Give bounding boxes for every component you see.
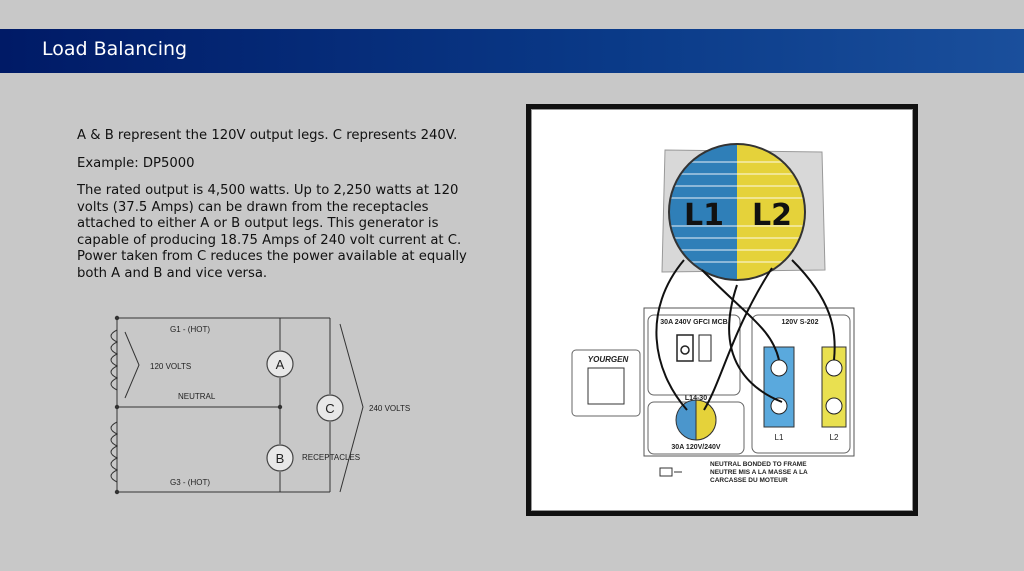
g1-label: G1 - (HOT)	[170, 325, 210, 334]
ground-symbol-icon	[659, 467, 682, 477]
leg-a-label: A	[276, 357, 285, 372]
wire-l1-to-twistlock	[655, 259, 688, 411]
g3-label: G3 - (HOT)	[170, 478, 210, 487]
neutral-note-line-1: NEUTRAL BONDED TO FRAME	[710, 461, 807, 468]
l1-receptacle-label: L1	[775, 433, 784, 442]
l2-label: L2	[752, 198, 792, 233]
reset-button	[698, 334, 712, 362]
title-bar: Load Balancing	[0, 29, 1024, 73]
s202-label: 120V S-202	[782, 319, 819, 326]
brand-logo: YOURGEN	[588, 355, 629, 364]
neutral-note-line-3: CARCASSE DU MOTEUR	[710, 477, 788, 484]
gfci-breaker	[647, 314, 741, 396]
generator-panel: L1 L2 30A 240V GFCI MCB 120V S-202 L1 L2	[531, 109, 913, 511]
wire-l2-to-twistlock	[703, 267, 773, 411]
example-label: Example: DP5000	[77, 155, 195, 171]
leg-c-circle	[316, 394, 344, 422]
wire-neutral	[728, 284, 783, 403]
leg-b-label: B	[276, 451, 285, 466]
wire-l1-to-receptacle	[701, 269, 780, 361]
wire-l2-to-receptacle	[791, 259, 836, 361]
twist-lock-outlet-l2	[695, 399, 717, 441]
generator-panel-frame: L1 L2 30A 240V GFCI MCB 120V S-202 L1 L2	[526, 104, 918, 516]
bottom-rating-label: 30A 120V/240V	[671, 444, 720, 451]
rated-output-paragraph: The rated output is 4,500 watts. Up to 2…	[77, 183, 467, 281]
receptacles-label: RECEPTACLES	[302, 453, 360, 462]
v240-label: 240 VOLTS	[369, 404, 410, 413]
page-title: Load Balancing	[42, 38, 188, 60]
neutral-label: NEUTRAL	[178, 392, 216, 401]
breaker-switch	[676, 334, 694, 362]
l14-30-label: L14-30	[685, 395, 707, 402]
v120-label: 120 VOLTS	[150, 362, 191, 371]
wiring-schematic: G1 - (HOT) 120 VOLTS NEUTRAL G3 - (HOT) …	[110, 315, 410, 495]
leg-a-circle	[266, 350, 294, 378]
description-text: A & B represent the 120V output legs. C …	[77, 128, 477, 293]
gfci-label: 30A 240V GFCI MCB	[660, 319, 727, 326]
leg-b-circle	[266, 444, 294, 472]
neutral-note-line-2: NEUTRE MIS A LA MASSE A LA	[710, 469, 808, 476]
leg-c-label: C	[325, 401, 334, 416]
l1-label: L1	[684, 198, 724, 233]
legs-description: A & B represent the 120V output legs. C …	[77, 128, 458, 143]
l2-receptacle-label: L2	[830, 433, 839, 442]
